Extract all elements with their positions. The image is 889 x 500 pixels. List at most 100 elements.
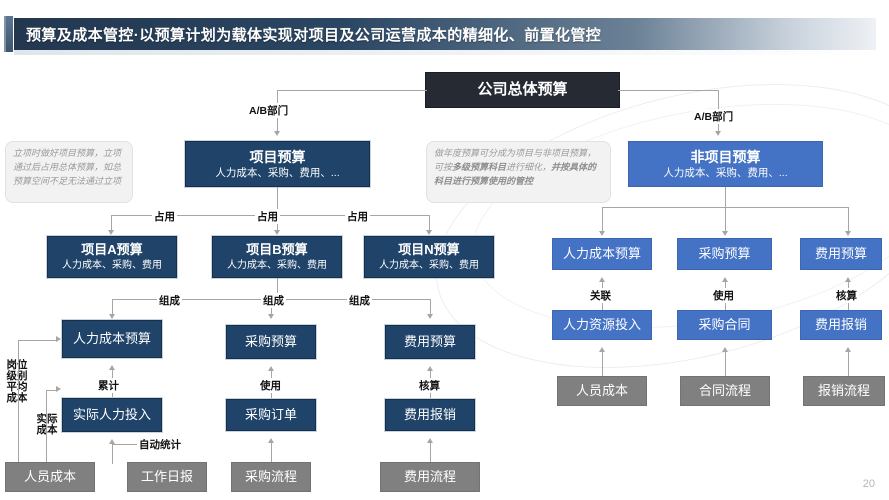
node-contract-flow[interactable]: 合同流程 [680, 376, 770, 406]
node-project-b-budget[interactable]: 项目B预算 人力成本、采购、费用 [212, 236, 342, 278]
node-title: 项目N预算 [398, 241, 460, 257]
node-label: 人员成本 [23, 468, 76, 484]
connector-workreport-h [112, 444, 137, 445]
node-subtitle: 人力成本、采购、费用、... [215, 167, 340, 180]
node-purchase-flow[interactable]: 采购流程 [231, 462, 311, 492]
node-label: 人力成本预算 [562, 245, 641, 261]
node-project-budget[interactable]: 项目预算 人力成本、采购、费用、... [185, 141, 370, 187]
node-label: 人员成本 [575, 382, 628, 398]
node-label: 费用流程 [403, 468, 456, 484]
arrowhead-up-purchase-budget [268, 366, 274, 371]
arrowhead-up-expense-budget [427, 366, 433, 371]
edge-label-account-right: 核算 [834, 288, 859, 303]
callout-text-1: 做年度预算可分成为项目与非项目预算，可按 [434, 148, 597, 172]
arrowhead-up-right-hr-budget [599, 277, 605, 282]
node-purchase-budget-left[interactable]: 采购预算 [226, 325, 316, 359]
connector-expense-flow-up [430, 443, 431, 464]
node-expense-reimbursement-right[interactable]: 费用报销 [800, 310, 882, 340]
connector-workreport-up [112, 444, 113, 464]
arrowhead-down-nonproject [715, 131, 721, 136]
connector-personnel-to-actual-h [46, 390, 56, 391]
connector-right-hr-source [602, 352, 603, 378]
connector-right-purchase-source [725, 352, 726, 378]
arrowhead-right-actual-hr [56, 386, 61, 392]
node-subtitle: 人力成本、采购、费用 [379, 259, 479, 271]
node-project-a-budget[interactable]: 项目A预算 人力成本、采购、费用 [47, 236, 177, 278]
node-label: 工作日报 [140, 468, 193, 484]
connector-right-expense-source [848, 352, 849, 378]
connector-projectN-down [429, 215, 430, 232]
arrowhead-down-expense-budget [427, 314, 433, 319]
arrowhead-right-hr-budget [56, 336, 61, 342]
node-label: 人力资源投入 [562, 316, 641, 332]
connector-personnel-to-actual-v [46, 390, 47, 462]
node-purchase-order[interactable]: 采购订单 [226, 399, 316, 431]
connector-compose-expense-down [430, 299, 431, 316]
callout-left: 立项时做好项目预算，立项通过后占用总体预算，如总预算空间不足无法通过立项 [5, 141, 133, 203]
arrowhead-up-hr-budget [109, 365, 115, 370]
edge-label-compose-2: 组成 [261, 293, 286, 308]
node-subtitle: 人力成本、采购、费用 [62, 259, 162, 271]
connector-right-hr-down [602, 207, 603, 233]
node-hr-cost-budget-right[interactable]: 人力成本预算 [552, 238, 652, 270]
node-expense-reimbursement-left[interactable]: 费用报销 [385, 399, 475, 431]
edge-label-actual-cost: 实际成本 [36, 413, 58, 437]
connector-personnel-to-hrbudget-v [18, 340, 19, 462]
node-work-daily-report[interactable]: 工作日报 [127, 462, 207, 492]
node-expense-budget-right[interactable]: 费用预算 [800, 238, 882, 270]
arrowhead-down-right-hr [599, 231, 605, 236]
arrowhead-down-hr-budget [109, 314, 115, 319]
node-label: 采购流程 [244, 468, 297, 484]
node-actual-hr-input[interactable]: 实际人力投入 [62, 398, 162, 432]
connector-projectA-down [111, 215, 112, 232]
arrowhead-up-expense-reimb [427, 438, 433, 443]
node-label: 实际人力投入 [72, 406, 151, 422]
slide-header: 预算及成本管控·以预算计划为载体实现对项目及公司运营成本的精细化、前置化管控 [14, 18, 876, 50]
edge-label-avg-cost-by-grade: 岗位级别平均成本 [6, 359, 28, 405]
edge-label-compose-1: 组成 [157, 293, 182, 308]
node-company-total-budget[interactable]: 公司总体预算 [425, 72, 620, 108]
node-purchase-contract[interactable]: 采购合同 [677, 310, 772, 340]
node-label: 费用预算 [814, 245, 867, 261]
edge-label-relate: 关联 [588, 288, 613, 303]
connector-projectB-down2 [277, 278, 278, 299]
node-project-n-budget[interactable]: 项目N预算 人力成本、采购、费用 [364, 236, 494, 278]
arrowhead-up-actual-hr [109, 439, 115, 444]
connector-right-purchase-down [725, 207, 726, 233]
arrowhead-down-projectN [426, 230, 432, 235]
node-expense-flow[interactable]: 费用流程 [380, 462, 480, 492]
connector-personnel-to-hrbudget-h [18, 340, 56, 341]
connector-root-right [618, 90, 718, 91]
node-label: 公司总体预算 [477, 81, 568, 99]
header-underline [14, 50, 876, 55]
connector-right-expense-down [848, 207, 849, 233]
arrowhead-down-right-purchase [722, 231, 728, 236]
arrowhead-up-right-expense-budget [845, 277, 851, 282]
edge-label-occupy-a: 占用 [152, 209, 177, 224]
callout-center: 做年度预算可分成为项目与非项目预算，可按多级预算科目进行细化，并按具体的科目进行… [426, 141, 611, 203]
node-hr-resource-input[interactable]: 人力资源投入 [552, 310, 652, 340]
edge-label-accumulate: 累计 [96, 378, 121, 393]
arrowhead-up-purchase-order [268, 438, 274, 443]
page-number: 20 [862, 478, 875, 490]
node-label: 采购预算 [698, 245, 751, 261]
node-personnel-cost-right[interactable]: 人员成本 [557, 376, 647, 406]
node-reimbursement-flow[interactable]: 报销流程 [803, 376, 885, 406]
header-accent-bar [4, 16, 13, 52]
node-label: 采购预算 [244, 333, 297, 349]
node-subtitle: 人力成本、采购、费用 [227, 259, 327, 271]
edge-label-compose-3: 组成 [347, 293, 372, 308]
callout-text-2: 进行细化， [506, 161, 552, 172]
page-title: 预算及成本管控·以预算计划为载体实现对项目及公司运营成本的精细化、前置化管控 [26, 26, 602, 44]
node-label: 费用报销 [814, 316, 867, 332]
node-expense-budget-left[interactable]: 费用预算 [385, 325, 475, 359]
arrowhead-up-expense-reimb-right [845, 347, 851, 352]
node-hr-cost-budget[interactable]: 人力成本预算 [62, 320, 162, 358]
node-purchase-budget-right[interactable]: 采购预算 [677, 238, 772, 270]
node-personnel-cost-left[interactable]: 人员成本 [5, 462, 95, 492]
connector-root-left [277, 90, 427, 91]
node-nonproject-budget[interactable]: 非项目预算 人力成本、采购、费用、... [628, 141, 823, 187]
connector-purchase-flow-up [271, 443, 272, 464]
arrowhead-down-projectB [274, 230, 280, 235]
